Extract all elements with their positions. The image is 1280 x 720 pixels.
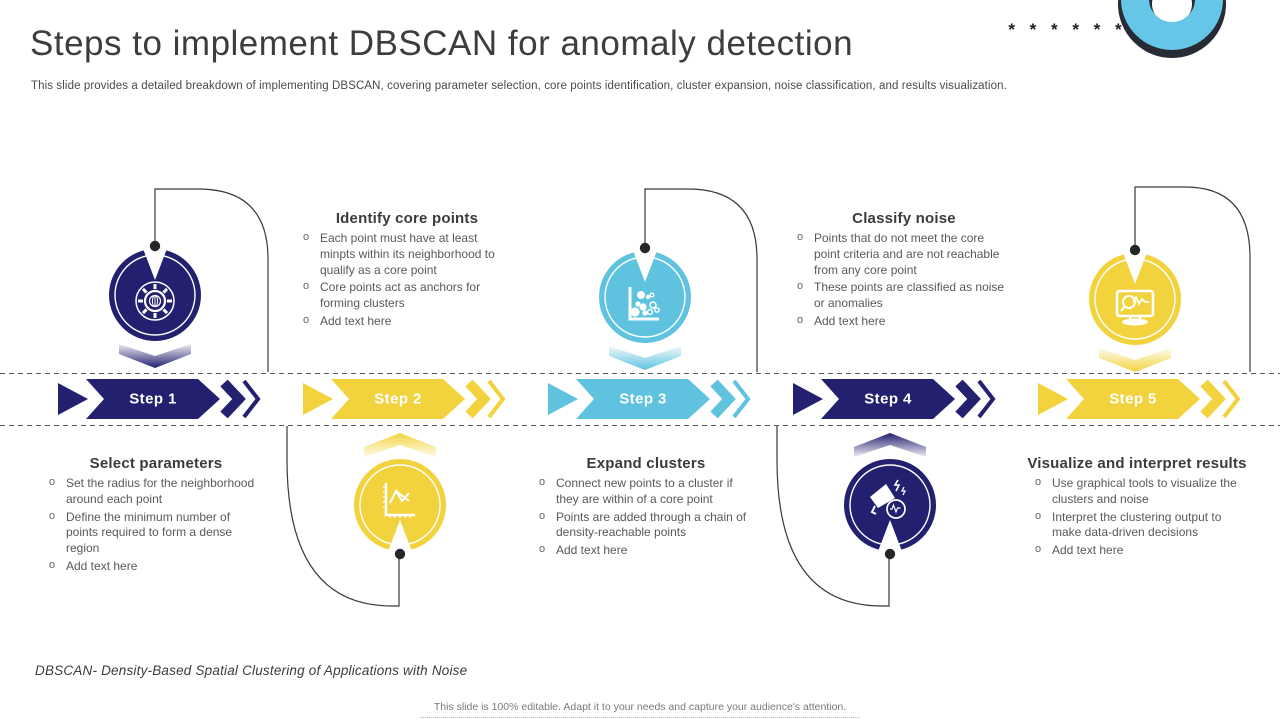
step5-circle	[1080, 244, 1190, 354]
bullet-list: Set the radius for the neighborhood arou…	[42, 475, 270, 575]
step-label: Step 1	[129, 390, 177, 408]
step-banner-4: Step 4	[793, 378, 996, 420]
bullet-item: Interpret the clustering output to make …	[1035, 509, 1248, 542]
block-title: Identify core points	[335, 210, 479, 227]
bullet-item: Points are added through a chain of dens…	[539, 509, 752, 542]
bullet-item: Each point must have at least minpts wit…	[303, 230, 516, 278]
scatter-plot-icon	[628, 287, 660, 321]
block-title: Classify noise	[852, 210, 956, 227]
gear-icon	[135, 281, 175, 321]
step-banner-5: Step 5	[1038, 378, 1241, 420]
block-title: Visualize and interpret results	[1027, 455, 1247, 472]
bullet-item: Connect new points to a cluster if they …	[539, 475, 752, 508]
step2-text-block: Identify core points Each point must hav…	[296, 210, 518, 332]
megaphone-icon	[870, 479, 907, 519]
chevron-down-icon	[118, 343, 192, 369]
block-title: Select parameters	[89, 455, 223, 472]
block-title: Expand clusters	[586, 455, 706, 472]
bullet-item: Core points act as anchors for forming c…	[303, 279, 516, 312]
bullet-item: Use graphical tools to visualize the clu…	[1035, 475, 1248, 508]
dbscan-definition: DBSCAN- Density-Based Spatial Clustering…	[35, 663, 468, 678]
timeline-rail-bottom	[0, 425, 1280, 426]
slide-subtitle: This slide provides a detailed breakdown…	[31, 80, 1007, 92]
step3-text-block: Expand clusters Connect new points to a …	[532, 455, 760, 561]
slide-footer: This slide is 100% editable. Adapt it to…	[0, 697, 1280, 718]
chevron-up-icon	[853, 432, 927, 458]
bullet-item: Add text here	[539, 542, 752, 559]
bullet-item: Add text here	[49, 558, 262, 575]
footer-note: This slide is 100% editable. Adapt it to…	[420, 701, 860, 718]
bullet-list: Use graphical tools to visualize the clu…	[1012, 475, 1262, 559]
chevron-down-icon	[608, 345, 682, 371]
step-label: Step 2	[374, 390, 422, 408]
step5-text-block: Visualize and interpret results Use grap…	[1012, 455, 1262, 561]
step-banner-2: Step 2	[303, 378, 506, 420]
timeline-rail-top	[0, 373, 1280, 374]
bullet-item: Set the radius for the neighborhood arou…	[49, 475, 262, 508]
step-label: Step 5	[1109, 390, 1157, 408]
bullet-item: Points that do not meet the core point c…	[797, 230, 1010, 278]
logo-ring-icon	[1112, 0, 1232, 72]
chevron-down-icon	[1098, 347, 1172, 373]
step4-circle	[835, 450, 945, 560]
step-banner-1: Step 1	[58, 378, 261, 420]
bullet-item: These points are classified as noise or …	[797, 279, 1010, 312]
bullet-item: Add text here	[797, 313, 1010, 330]
step3-circle	[590, 242, 700, 352]
line-chart-icon	[383, 483, 415, 518]
step-label: Step 4	[864, 390, 912, 408]
bullet-item: Add text here	[1035, 542, 1248, 559]
step4-text-block: Classify noise Points that do not meet t…	[790, 210, 1018, 332]
monitor-icon	[1115, 289, 1155, 326]
bullet-list: Each point must have at least minpts wit…	[296, 230, 518, 330]
bullet-item: Add text here	[303, 313, 516, 330]
step1-text-block: Select parameters Set the radius for the…	[42, 455, 270, 577]
step-label: Step 3	[619, 390, 667, 408]
bullet-list: Connect new points to a cluster if they …	[532, 475, 760, 559]
step2-circle	[345, 450, 455, 560]
step1-circle	[100, 240, 210, 350]
chevron-up-icon	[363, 432, 437, 458]
bullet-item: Define the minimum number of points requ…	[49, 509, 262, 557]
bullet-list: Points that do not meet the core point c…	[790, 230, 1018, 330]
page-title: Steps to implement DBSCAN for anomaly de…	[30, 24, 854, 63]
brand-asterisks: * * * * * * *	[1008, 20, 1148, 39]
step-banner-3: Step 3	[548, 378, 751, 420]
